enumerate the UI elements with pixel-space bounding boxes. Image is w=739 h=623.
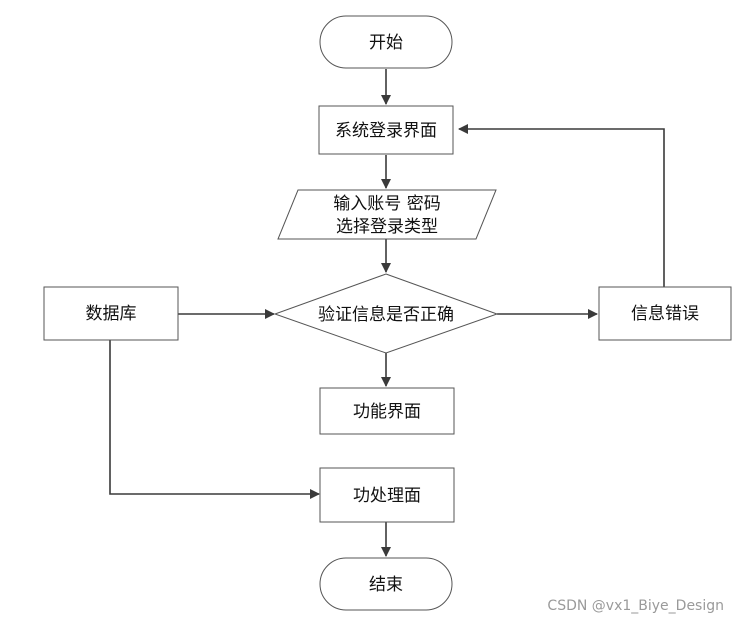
input-label-line1: 输入账号 密码 (333, 194, 440, 214)
edges (109, 69, 665, 557)
start-label: 开始 (369, 33, 403, 53)
login-label: 系统登录界面 (335, 121, 437, 141)
input-label-line2: 选择登录类型 (336, 217, 438, 237)
edge-database-to-process (109, 340, 320, 499)
function-ui-label: 功能界面 (353, 402, 421, 422)
function-ui-node: 功能界面 (319, 387, 455, 435)
verify-node: 验证信息是否正确 (273, 273, 499, 354)
input-node: 输入账号 密码 选择登录类型 (277, 189, 497, 240)
start-node: 开始 (319, 15, 453, 69)
edge-error-to-login (458, 124, 665, 287)
end-node: 结束 (319, 557, 453, 611)
login-node: 系统登录界面 (318, 105, 454, 155)
verify-label: 验证信息是否正确 (318, 305, 454, 325)
error-node: 信息错误 (598, 286, 732, 341)
error-label: 信息错误 (631, 304, 699, 324)
database-label: 数据库 (86, 304, 137, 324)
database-node: 数据库 (43, 286, 179, 341)
process-ui-node: 功处理面 (319, 467, 455, 523)
end-label: 结束 (369, 575, 403, 595)
process-ui-label: 功处理面 (353, 486, 421, 506)
watermark-text: CSDN @vx1_Biye_Design (547, 598, 724, 614)
